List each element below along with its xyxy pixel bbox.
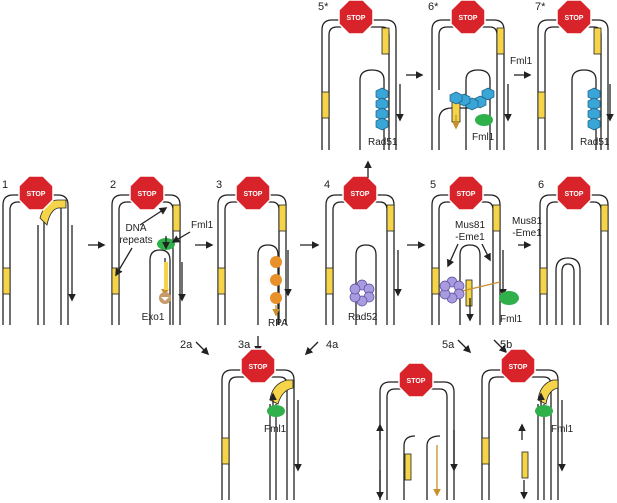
step-5a-label: 5a xyxy=(442,339,455,351)
step-3a-label: 3a xyxy=(238,339,251,351)
step-3-panel: 3 STOP RPA xyxy=(216,175,292,329)
stop-sign-icon: STOP xyxy=(338,0,374,35)
stop-sign-icon: STOP xyxy=(342,175,378,211)
step-3-number: 3 xyxy=(216,179,222,191)
step-5star-panel: 5* STOP Rad51 xyxy=(318,0,404,150)
stop-sign-icon: STOP xyxy=(448,175,484,211)
svg-text:STOP: STOP xyxy=(457,191,476,198)
dna-repeats-label: DNA xyxy=(125,223,146,234)
rad51-label: Rad51 xyxy=(580,137,610,148)
stop-sign-icon: STOP xyxy=(556,0,592,35)
svg-text:STOP: STOP xyxy=(249,364,268,371)
fml1-label: Fml1 xyxy=(191,220,214,231)
step-4-panel: 4 STOP Rad52 xyxy=(324,175,402,325)
rad51-label: Rad51 xyxy=(368,137,398,148)
fml1-helicase-icon xyxy=(267,405,285,417)
fml1-label: Fml1 xyxy=(472,132,495,143)
fml1-label: Fml1 xyxy=(551,424,574,435)
svg-text:STOP: STOP xyxy=(138,191,157,198)
step-5star-number: 5* xyxy=(318,1,329,13)
mus81-label: Mus81 xyxy=(455,220,485,231)
svg-text:STOP: STOP xyxy=(347,15,366,22)
fml1-label: Fml1 xyxy=(264,424,287,435)
mus81-arrow-label: Mus81 xyxy=(512,216,542,227)
fml1-arrow-label: Fml1 xyxy=(510,56,533,67)
rad51-filament-icon xyxy=(449,87,495,111)
svg-text:STOP: STOP xyxy=(509,364,528,371)
rpa-icon xyxy=(270,256,282,304)
stop-sign-icon: STOP xyxy=(556,175,592,211)
step-5a-outcome-panel: STOP xyxy=(376,362,458,500)
step-2-number: 2 xyxy=(110,179,116,191)
stop-sign-icon: STOP xyxy=(500,348,536,384)
rad51-filament-icon xyxy=(587,87,601,131)
fml1-helicase-icon xyxy=(535,405,553,417)
step-2a-label: 2a xyxy=(180,339,193,351)
svg-text:STOP: STOP xyxy=(565,191,584,198)
stop-sign-icon: STOP xyxy=(398,362,434,398)
step-3a-outcome-panel: STOP Fml1 xyxy=(221,348,302,500)
step-4a-label: 4a xyxy=(326,339,339,351)
step-6star-number: 6* xyxy=(428,1,439,13)
step-5-panel: 5 STOP Mus81 -Eme1 Fml1 xyxy=(430,175,523,325)
rpa-label: RPA xyxy=(268,318,288,329)
fml1-label: Fml1 xyxy=(500,314,523,325)
exo1-icon xyxy=(159,292,171,304)
stop-sign-icon: STOP xyxy=(235,175,271,211)
stop-sign-icon: STOP xyxy=(240,348,276,384)
rad52-icon xyxy=(439,276,465,304)
stop-sign-icon: STOP xyxy=(129,175,165,211)
step-1-number: 1 xyxy=(2,179,8,191)
step-7star-panel: 7* STOP Rad51 xyxy=(535,0,614,150)
stop-sign-icon: STOP xyxy=(450,0,486,35)
stop-sign-icon: STOP xyxy=(18,175,54,211)
step-4-number: 4 xyxy=(324,179,330,191)
svg-text:STOP: STOP xyxy=(459,15,478,22)
step-2-panel: 2 STOP DNA repeats Fml1 Exo1 xyxy=(110,175,214,325)
step-7star-number: 7* xyxy=(535,1,546,13)
svg-text:STOP: STOP xyxy=(407,378,426,385)
svg-text:-Eme1: -Eme1 xyxy=(512,228,542,239)
exo1-label: Exo1 xyxy=(142,312,165,323)
step-5b-outcome-panel: STOP Fml1 xyxy=(481,348,574,500)
fml1-helicase-icon xyxy=(475,114,493,126)
step-6-panel: 6 STOP xyxy=(538,175,609,325)
rad52-icon xyxy=(349,279,375,307)
svg-text:STOP: STOP xyxy=(244,191,263,198)
svg-text:-Eme1: -Eme1 xyxy=(455,232,485,243)
step-6star-panel: 6* STOP Fml1 xyxy=(428,0,512,150)
step-1-panel: 1 STOP xyxy=(2,175,76,325)
svg-text:STOP: STOP xyxy=(27,191,46,198)
svg-text:STOP: STOP xyxy=(351,191,370,198)
step-5-number: 5 xyxy=(430,179,436,191)
svg-text:STOP: STOP xyxy=(565,15,584,22)
step-6-number: 6 xyxy=(538,179,544,191)
rad52-label: Rad52 xyxy=(348,312,378,323)
svg-text:repeats: repeats xyxy=(119,235,152,246)
fml1-helicase-icon xyxy=(499,291,519,305)
rad51-filament-icon xyxy=(375,87,389,131)
